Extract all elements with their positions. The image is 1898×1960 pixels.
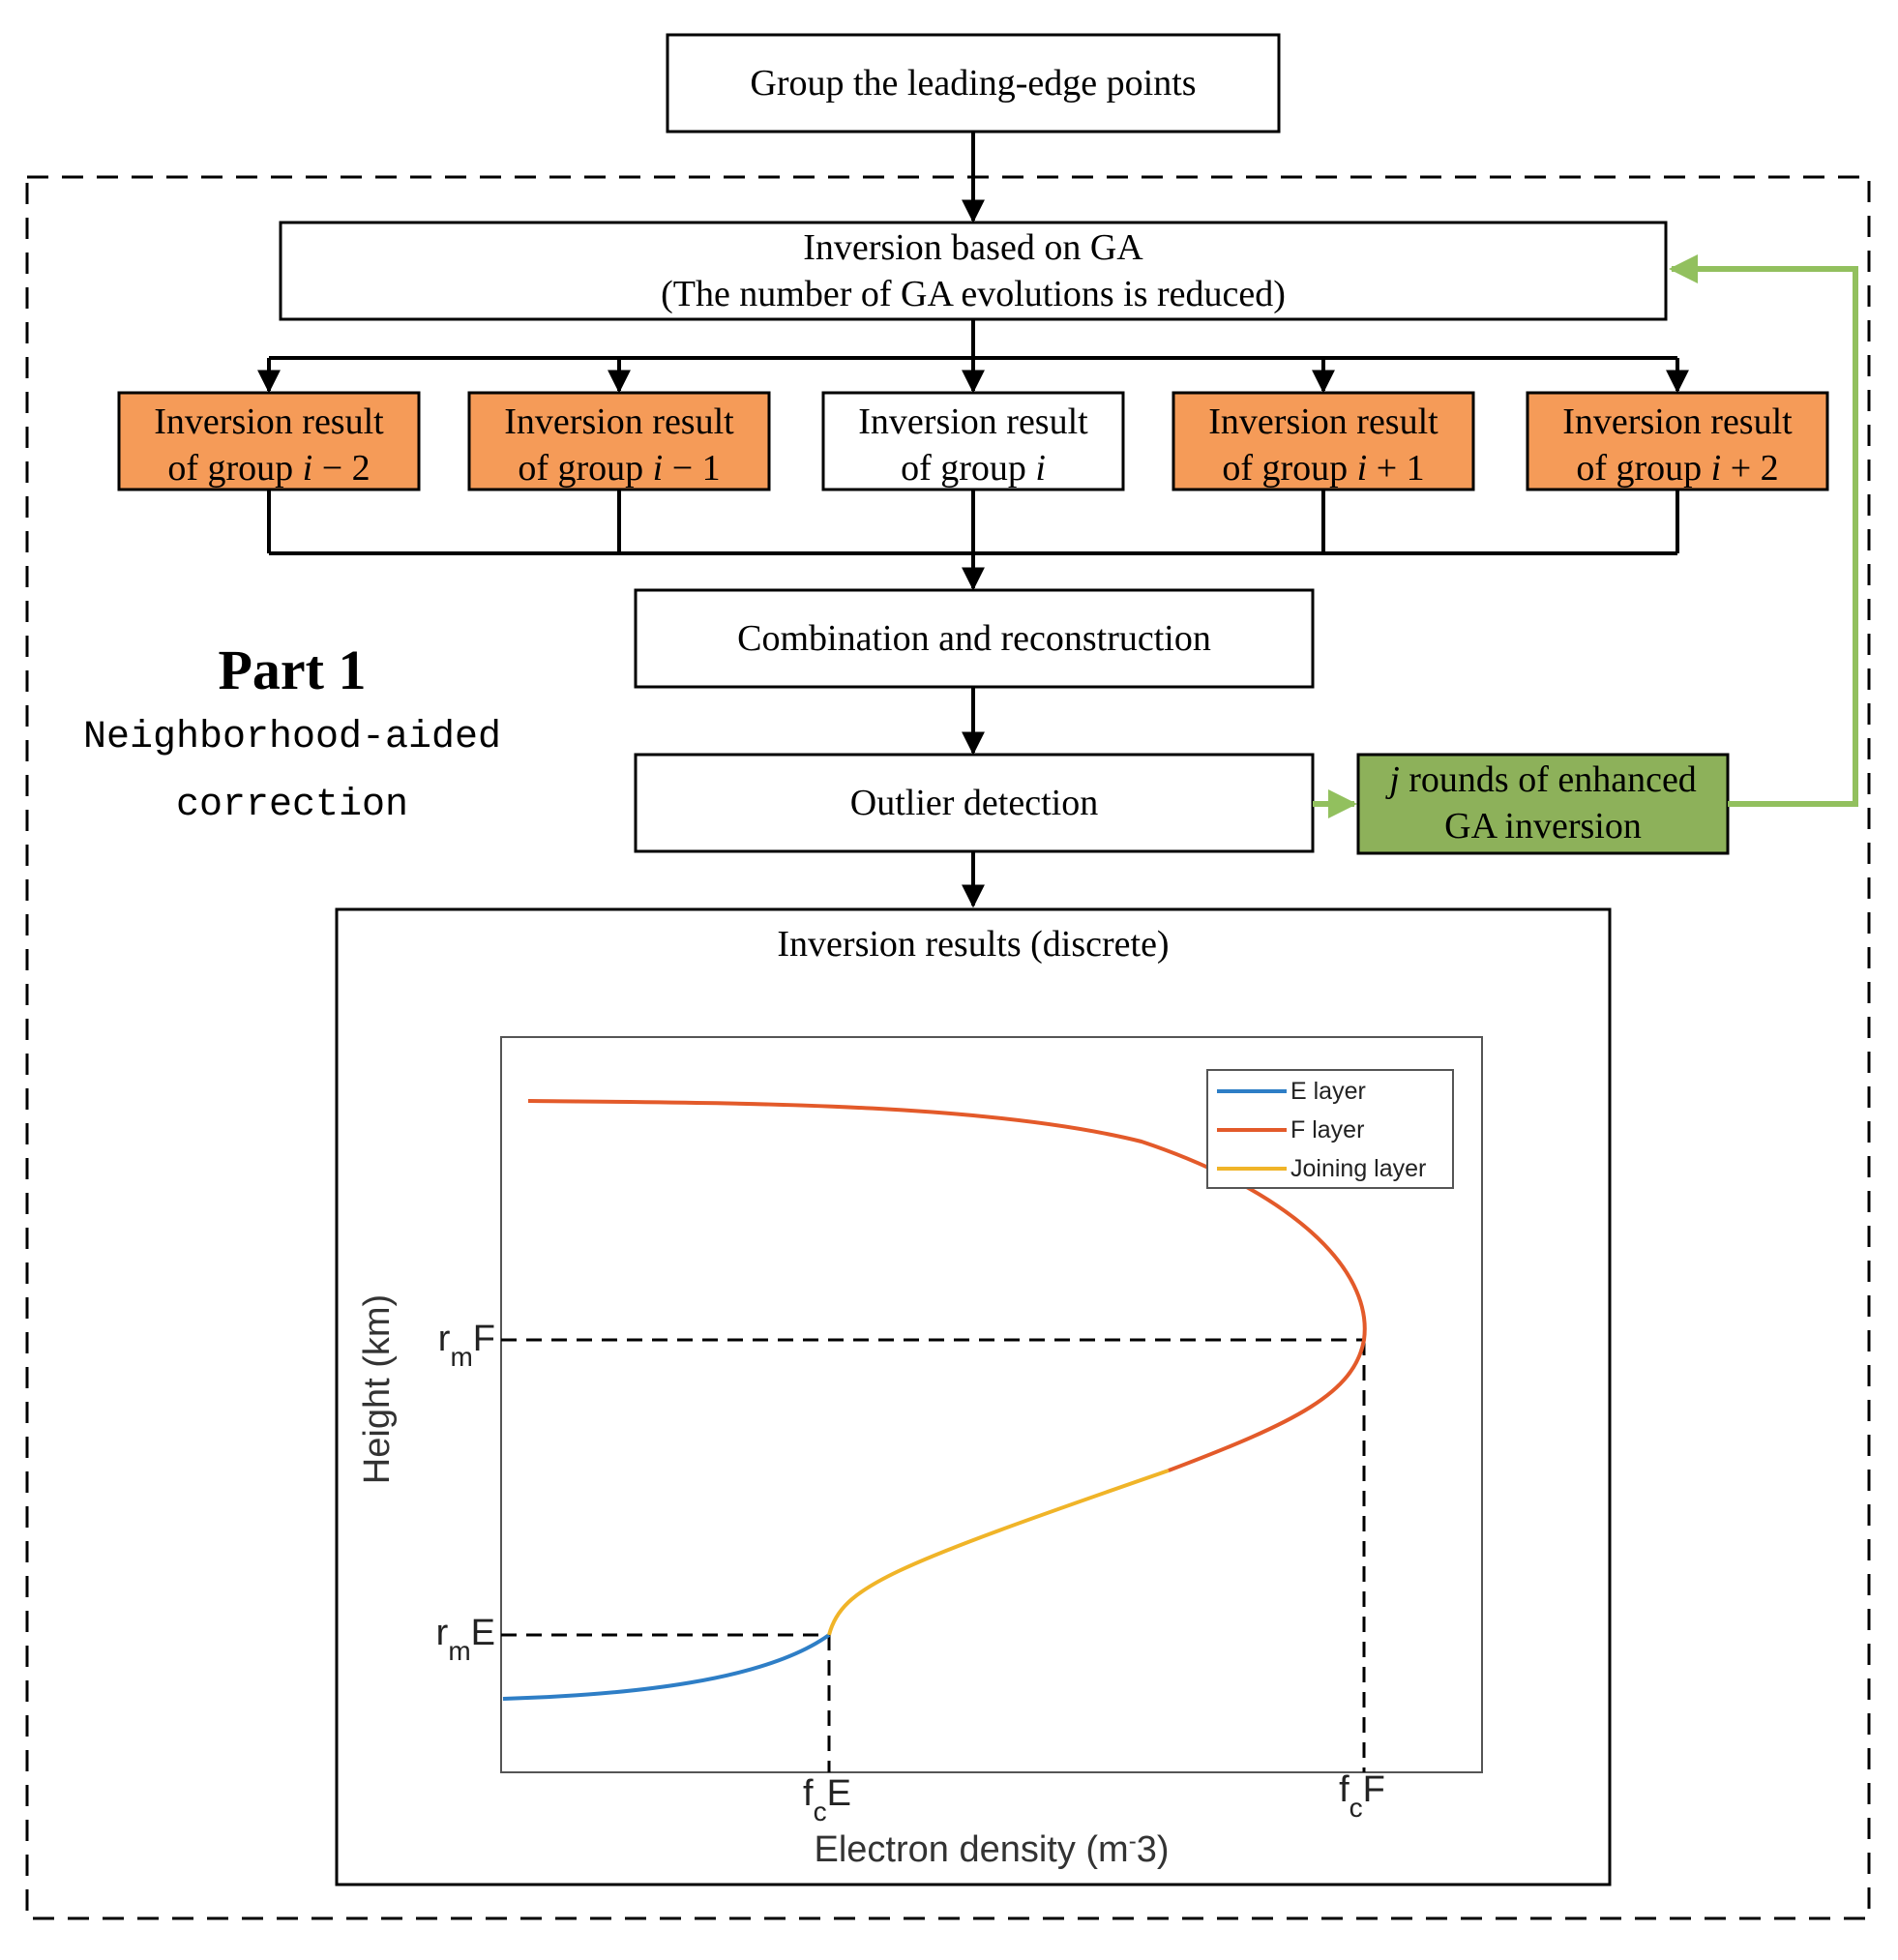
guide-lines (501, 1338, 1366, 1772)
y-axis-label: Height (km) (357, 1294, 398, 1484)
ga-inversion-line2: (The number of GA evolutions is reduced) (661, 274, 1286, 314)
group-points-box (666, 33, 1281, 134)
legend: E layer F layer Joining layer (1206, 1069, 1454, 1189)
group-result-line2: of group i (901, 448, 1046, 489)
ga-inversion-line1: Inversion based on GA (803, 227, 1143, 268)
group-result-box (1171, 391, 1475, 491)
combine-box (634, 588, 1315, 689)
legend-label-f: F layer (1290, 1116, 1364, 1143)
x-axis-label: Electron density (m-3) (814, 1828, 1169, 1871)
group-points-label: Group the leading-edge points (750, 63, 1196, 104)
part-title: Part 1 (219, 638, 367, 701)
group-result-line2: of group i + 1 (1222, 448, 1424, 489)
group-results: Inversion result of group i − 2 Inversion … (117, 391, 1829, 491)
tick-rmE: rmE (436, 1613, 495, 1666)
feedback-loop (1669, 254, 1858, 807)
combine-label: Combination and reconstruction (737, 618, 1211, 659)
group-result-line1: Inversion result (504, 401, 734, 442)
legend-label-joining: Joining layer (1290, 1155, 1426, 1182)
group-result-line2: of group i − 2 (167, 448, 370, 489)
legend-label-e: E layer (1290, 1078, 1366, 1105)
outlier-box (634, 753, 1315, 853)
e-layer-curve (502, 1633, 831, 1701)
outlier-label: Outlier detection (850, 783, 1098, 823)
group-result-line1: Inversion result (1208, 401, 1438, 442)
joining-layer-curve (827, 1469, 1170, 1636)
enhanced-ga-line1: j rounds of enhanced (1384, 759, 1697, 800)
part-subtitle-line2: correction (176, 784, 408, 827)
group-result-line1: Inversion result (1562, 401, 1793, 442)
results-title: Inversion results (discrete) (777, 924, 1169, 965)
group-result-line2: of group i + 2 (1576, 448, 1778, 489)
tick-fcE: fcE (803, 1773, 851, 1826)
group-result-line2: of group i − 1 (518, 448, 720, 489)
group-result-box (467, 391, 771, 491)
tick-fcF: fcF (1339, 1769, 1385, 1823)
part1-dashed-frame (25, 175, 1871, 1920)
tick-rmF: rmF (438, 1319, 495, 1372)
merge-lines (267, 490, 1679, 553)
enhanced-ga-line2: GA inversion (1444, 806, 1642, 846)
part-subtitle-line1: Neighborhood-aided (83, 716, 501, 759)
group-result-line1: Inversion result (154, 401, 384, 442)
group-result-line1: Inversion result (858, 401, 1088, 442)
